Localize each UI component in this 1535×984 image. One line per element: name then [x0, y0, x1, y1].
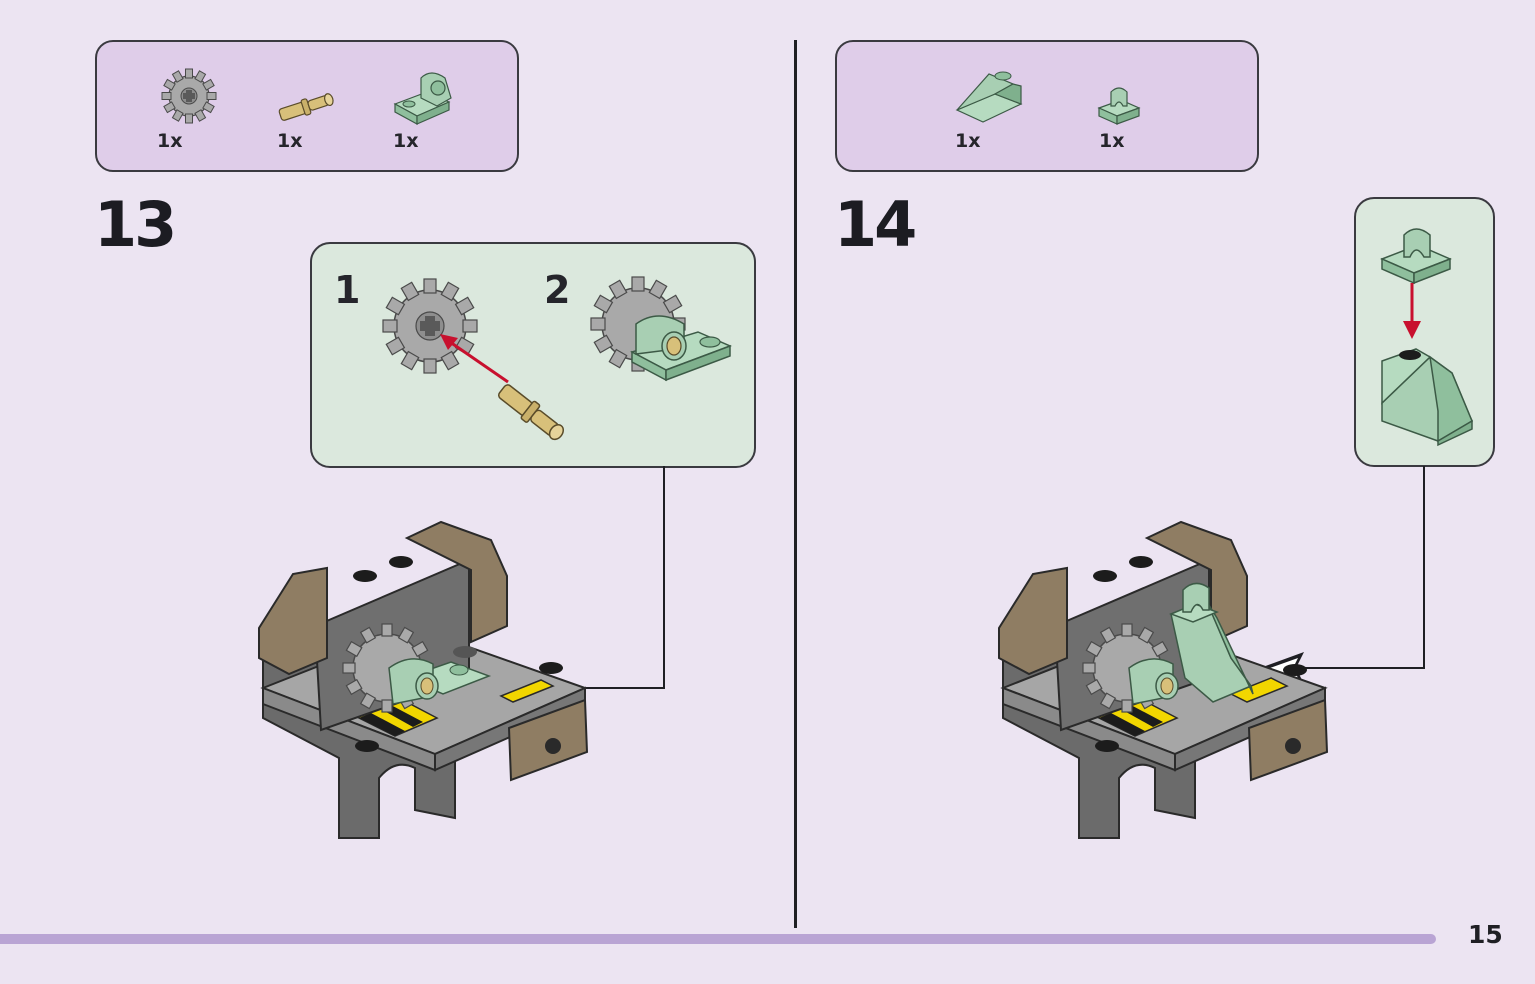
substep-callout-step-14 [1354, 197, 1495, 467]
substep-callout-step-13: 1 2 [310, 242, 756, 468]
clip-tile-icon [1097, 87, 1141, 125]
slope-brick-icon [1381, 348, 1473, 447]
part-qty-axle-pin: 1x [277, 130, 303, 152]
axle-pin-icon [497, 384, 565, 441]
clip-plate-icon [393, 72, 452, 126]
part-qty-slope: 1x [955, 130, 981, 152]
page-footer-bar [0, 934, 1436, 944]
slope-brick-icon [955, 71, 1023, 123]
model-assembly-step-13 [258, 520, 589, 839]
parts-list-step-13: 1x 1x 1x [95, 40, 519, 172]
substep-number-1: 1 [334, 268, 361, 312]
step-number-13: 13 [94, 188, 177, 261]
model-assembly-step-14 [998, 520, 1329, 839]
axle-pin-icon [278, 93, 334, 121]
gear-clip-assembly [590, 276, 732, 382]
substep-number-2: 2 [544, 268, 571, 312]
insert-arrow-red [440, 334, 509, 384]
insert-arrow-red [1403, 283, 1421, 339]
part-qty-clip-plate: 1x [393, 130, 419, 152]
parts-list-step-14: 1x 1x [835, 40, 1259, 172]
clip-tile-icon [1380, 228, 1452, 285]
step-divider [794, 40, 797, 928]
page-number: 15 [1468, 920, 1503, 949]
step-number-14: 14 [834, 188, 917, 261]
part-qty-clip-tile: 1x [1099, 130, 1125, 152]
part-qty-gear: 1x [157, 130, 183, 152]
gear-icon [161, 68, 217, 124]
